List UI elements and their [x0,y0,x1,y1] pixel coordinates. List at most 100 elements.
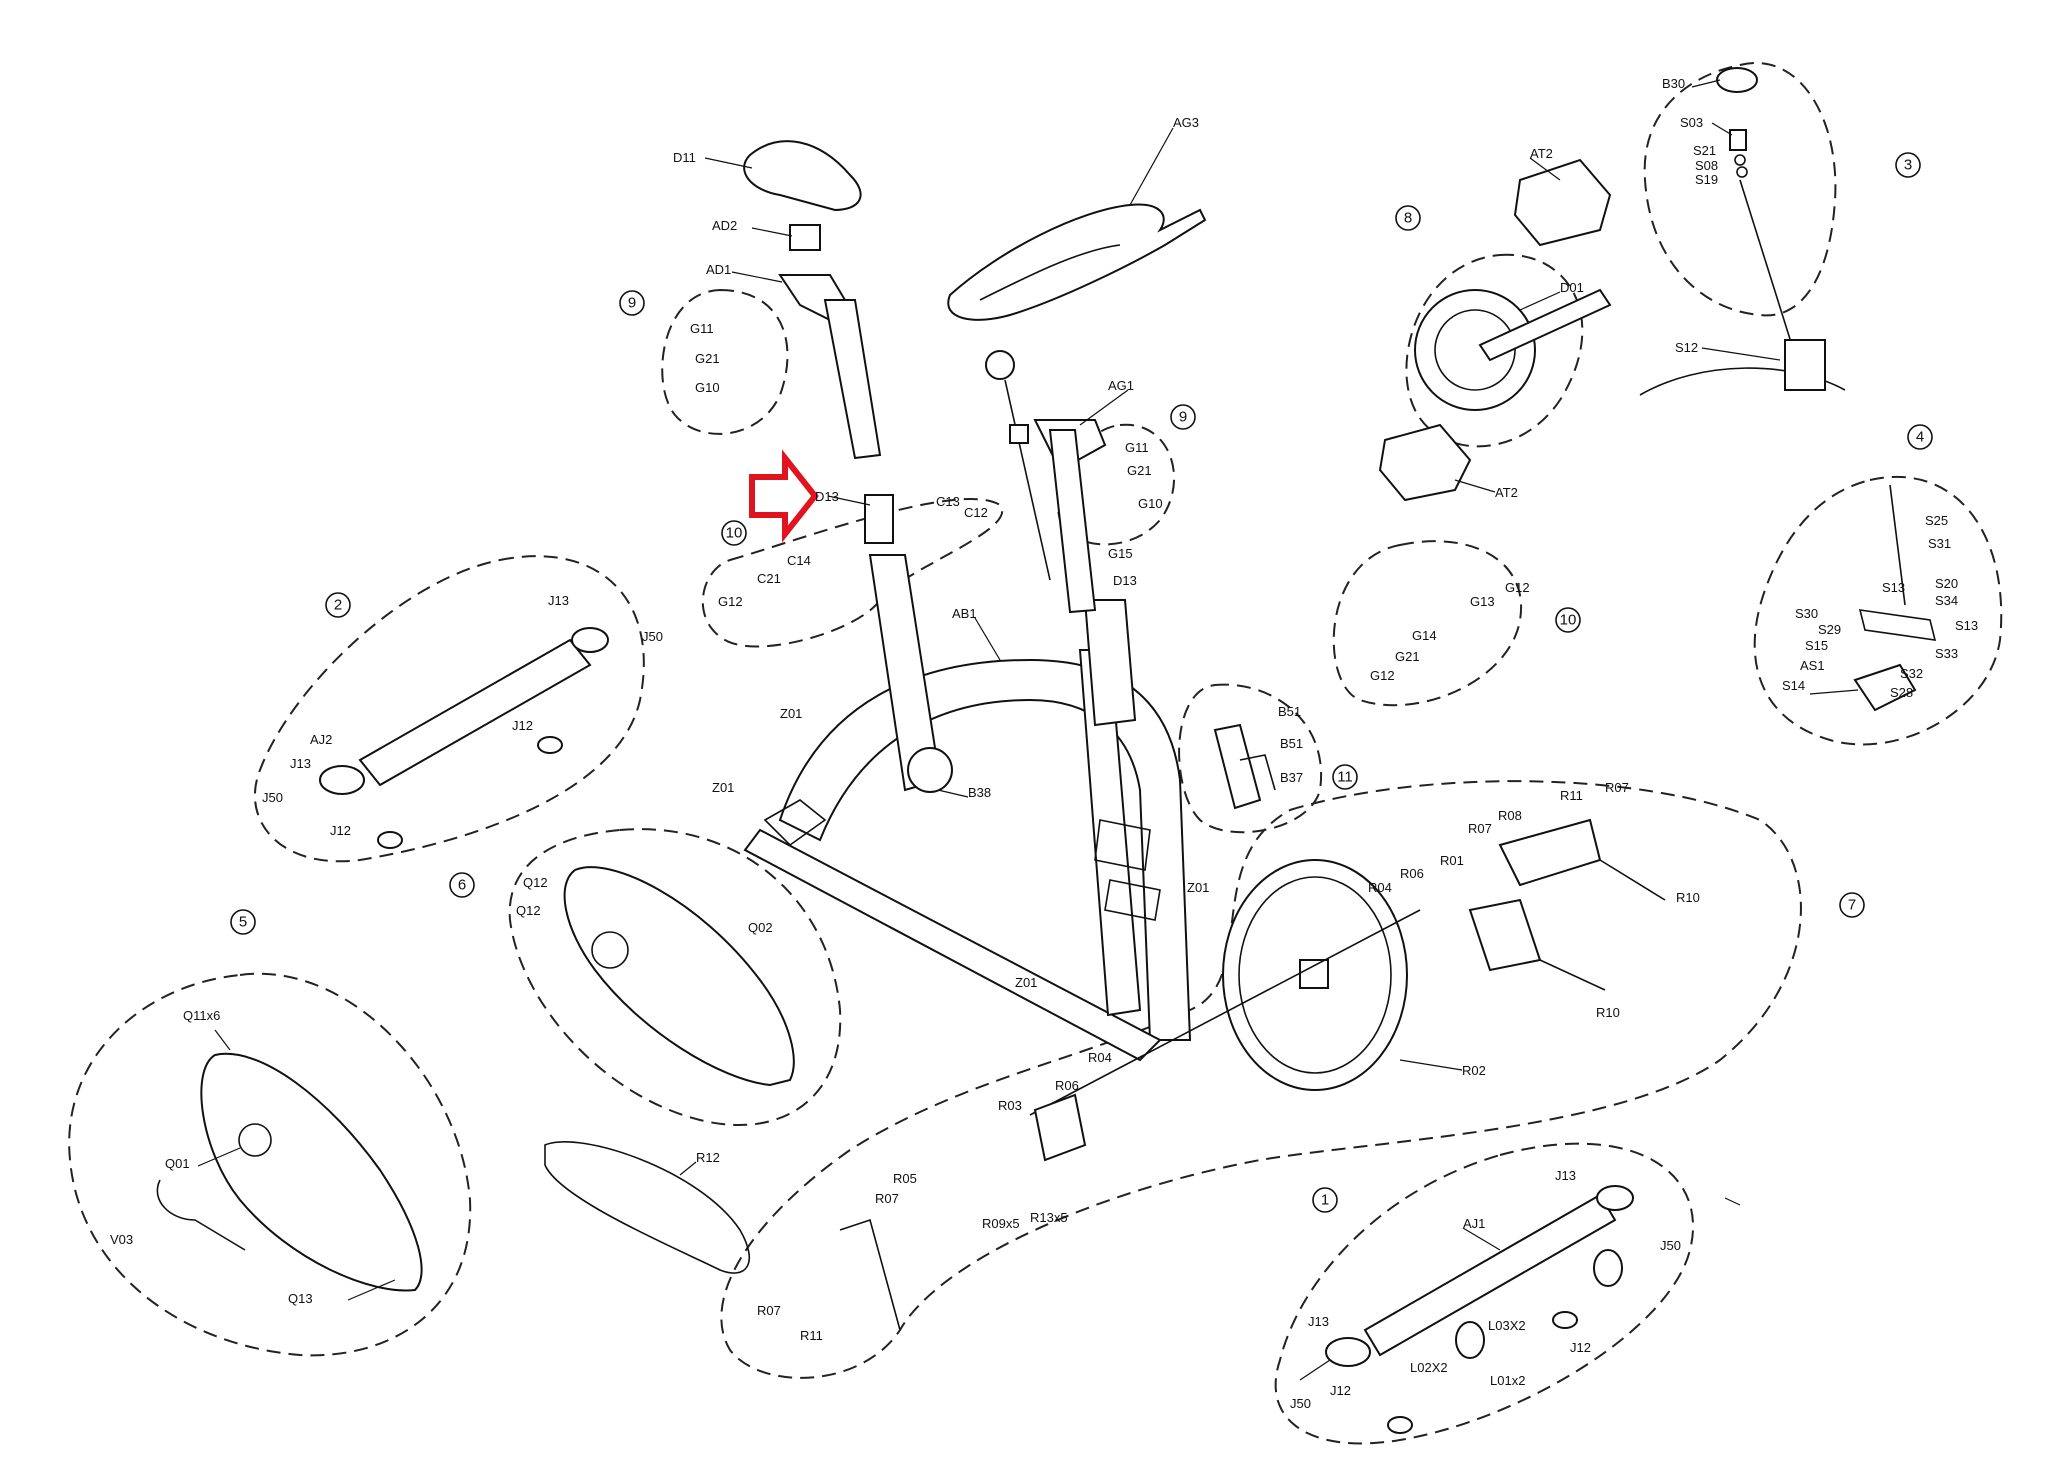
cover-hole [591,931,629,969]
label-q01: Q01 [165,1156,190,1171]
label-g14: G14 [1412,628,1437,643]
label-v03: V03 [110,1232,133,1247]
svg-text:11: 11 [1337,769,1353,786]
label-g21-r10: G21 [1395,649,1420,664]
front-wheel-1 [1455,1321,1485,1359]
label-d13-highlighted: D13 [815,489,839,504]
label-s28: S28 [1890,685,1913,700]
label-at2-bottom: AT2 [1495,485,1518,500]
pedal-bottom [1378,423,1472,502]
svg-text:8: 8 [1404,210,1412,227]
bottle-cage [1213,723,1262,810]
label-r07-top: R07 [1605,780,1629,795]
label-j50-front-right: J50 [1660,1238,1681,1253]
label-aj1: AJ1 [1463,1216,1485,1231]
label-ab1: AB1 [952,606,977,621]
drive-pulley [1033,1093,1087,1162]
group-badge-8: 8 [1395,205,1421,231]
group-outlines [68,62,2003,1445]
group-10-right-outline [1332,540,1523,707]
frame-bracket-2 [1104,879,1161,921]
rear-stabilizer [319,627,609,849]
label-ag1: AG1 [1108,378,1134,393]
v03-clip [156,1179,246,1251]
label-s12: S12 [1675,340,1698,355]
label-s14: S14 [1782,678,1805,693]
label-s32: S32 [1900,666,1923,681]
pedal-top [1513,158,1612,247]
bottle-holder [1213,723,1276,810]
label-j12-front-left: J12 [1330,1383,1351,1398]
label-c21: C21 [757,571,781,586]
brake-lever [1858,609,1937,641]
main-frame [743,554,1192,1062]
group-badge-7: 7 [1839,892,1865,918]
label-g15: G15 [1108,546,1133,561]
label-b30: B30 [1662,76,1685,91]
label-g12-right-bottom: G12 [1370,668,1395,683]
tension-bracket [1784,339,1826,391]
label-r07-bottom: R07 [875,1191,899,1206]
svg-text:2: 2 [334,597,342,614]
label-g13: G13 [1470,594,1495,609]
label-s30: S30 [1795,606,1818,621]
svg-text:10: 10 [726,525,743,542]
label-g11-left: G11 [690,321,714,336]
fork-arm-lower [1468,898,1542,972]
tension-washer-2 [1736,166,1748,178]
group-badge-9-left: 9 [619,290,645,316]
group-badge-2: 2 [325,592,351,618]
lower-bracket [839,1218,901,1331]
label-s08: S08 [1695,158,1718,173]
svg-text:10: 10 [1560,612,1577,629]
label-j50-front-left: J50 [1290,1396,1311,1411]
label-j12-rear-left: J12 [330,823,351,838]
r10-rod-upper [1599,859,1666,901]
label-r10-top: R10 [1676,890,1700,905]
label-z01-b: Z01 [712,780,734,795]
label-g12-right-top: G12 [1505,580,1530,595]
label-s21: S21 [1693,143,1716,158]
label-r04-bottom: R04 [1088,1050,1112,1065]
group-4-outline [1753,475,2003,746]
label-s25: S25 [1925,513,1948,528]
label-s19: S19 [1695,172,1718,187]
label-r07-lower-left: R07 [757,1303,781,1318]
group-badge-10-right: 10 [1555,607,1581,633]
tension-knob [1716,67,1758,93]
handlebar-inner [979,244,1121,301]
chainring [1414,289,1536,411]
label-b37: B37 [1280,770,1303,785]
part-labels: D11 AD2 AD1 D13 AG3 AG1 AB1 Z01 Z01 Z01 … [110,76,1978,1411]
label-r08: R08 [1498,808,1522,823]
flywheel-hub [1299,959,1329,989]
tension-assembly [1639,67,1846,396]
label-d01: D01 [1560,280,1584,295]
label-r04-top: R04 [1368,880,1392,895]
label-j50-rear-top: J50 [642,629,663,644]
label-r05: R05 [893,1171,917,1186]
label-at2-top: AT2 [1530,146,1553,161]
label-r03: R03 [998,1098,1022,1113]
label-s15: S15 [1805,638,1828,653]
group-3-outline [1643,62,1837,317]
label-r09x5: R09x5 [982,1216,1020,1231]
group-8-outline [1405,253,1584,448]
side-cover-left [156,1052,423,1292]
label-as1: AS1 [1800,658,1825,673]
label-s20: S20 [1935,576,1958,591]
group-5-outline [68,972,472,1357]
svg-text:6: 6 [458,877,466,894]
label-s13-b: S13 [1955,618,1978,633]
label-j13-front-left: J13 [1308,1314,1329,1329]
svg-text:3: 3 [1904,157,1912,174]
handlebar-assembly [947,203,1207,614]
label-g12-left: G12 [718,594,743,609]
group-10-left-outline [701,498,1004,648]
group-badge-6: 6 [449,872,475,898]
saddle-clamp [789,224,821,251]
flywheel-assembly [544,818,1666,1331]
rear-tube [358,638,592,787]
front-tube [1363,1193,1617,1357]
